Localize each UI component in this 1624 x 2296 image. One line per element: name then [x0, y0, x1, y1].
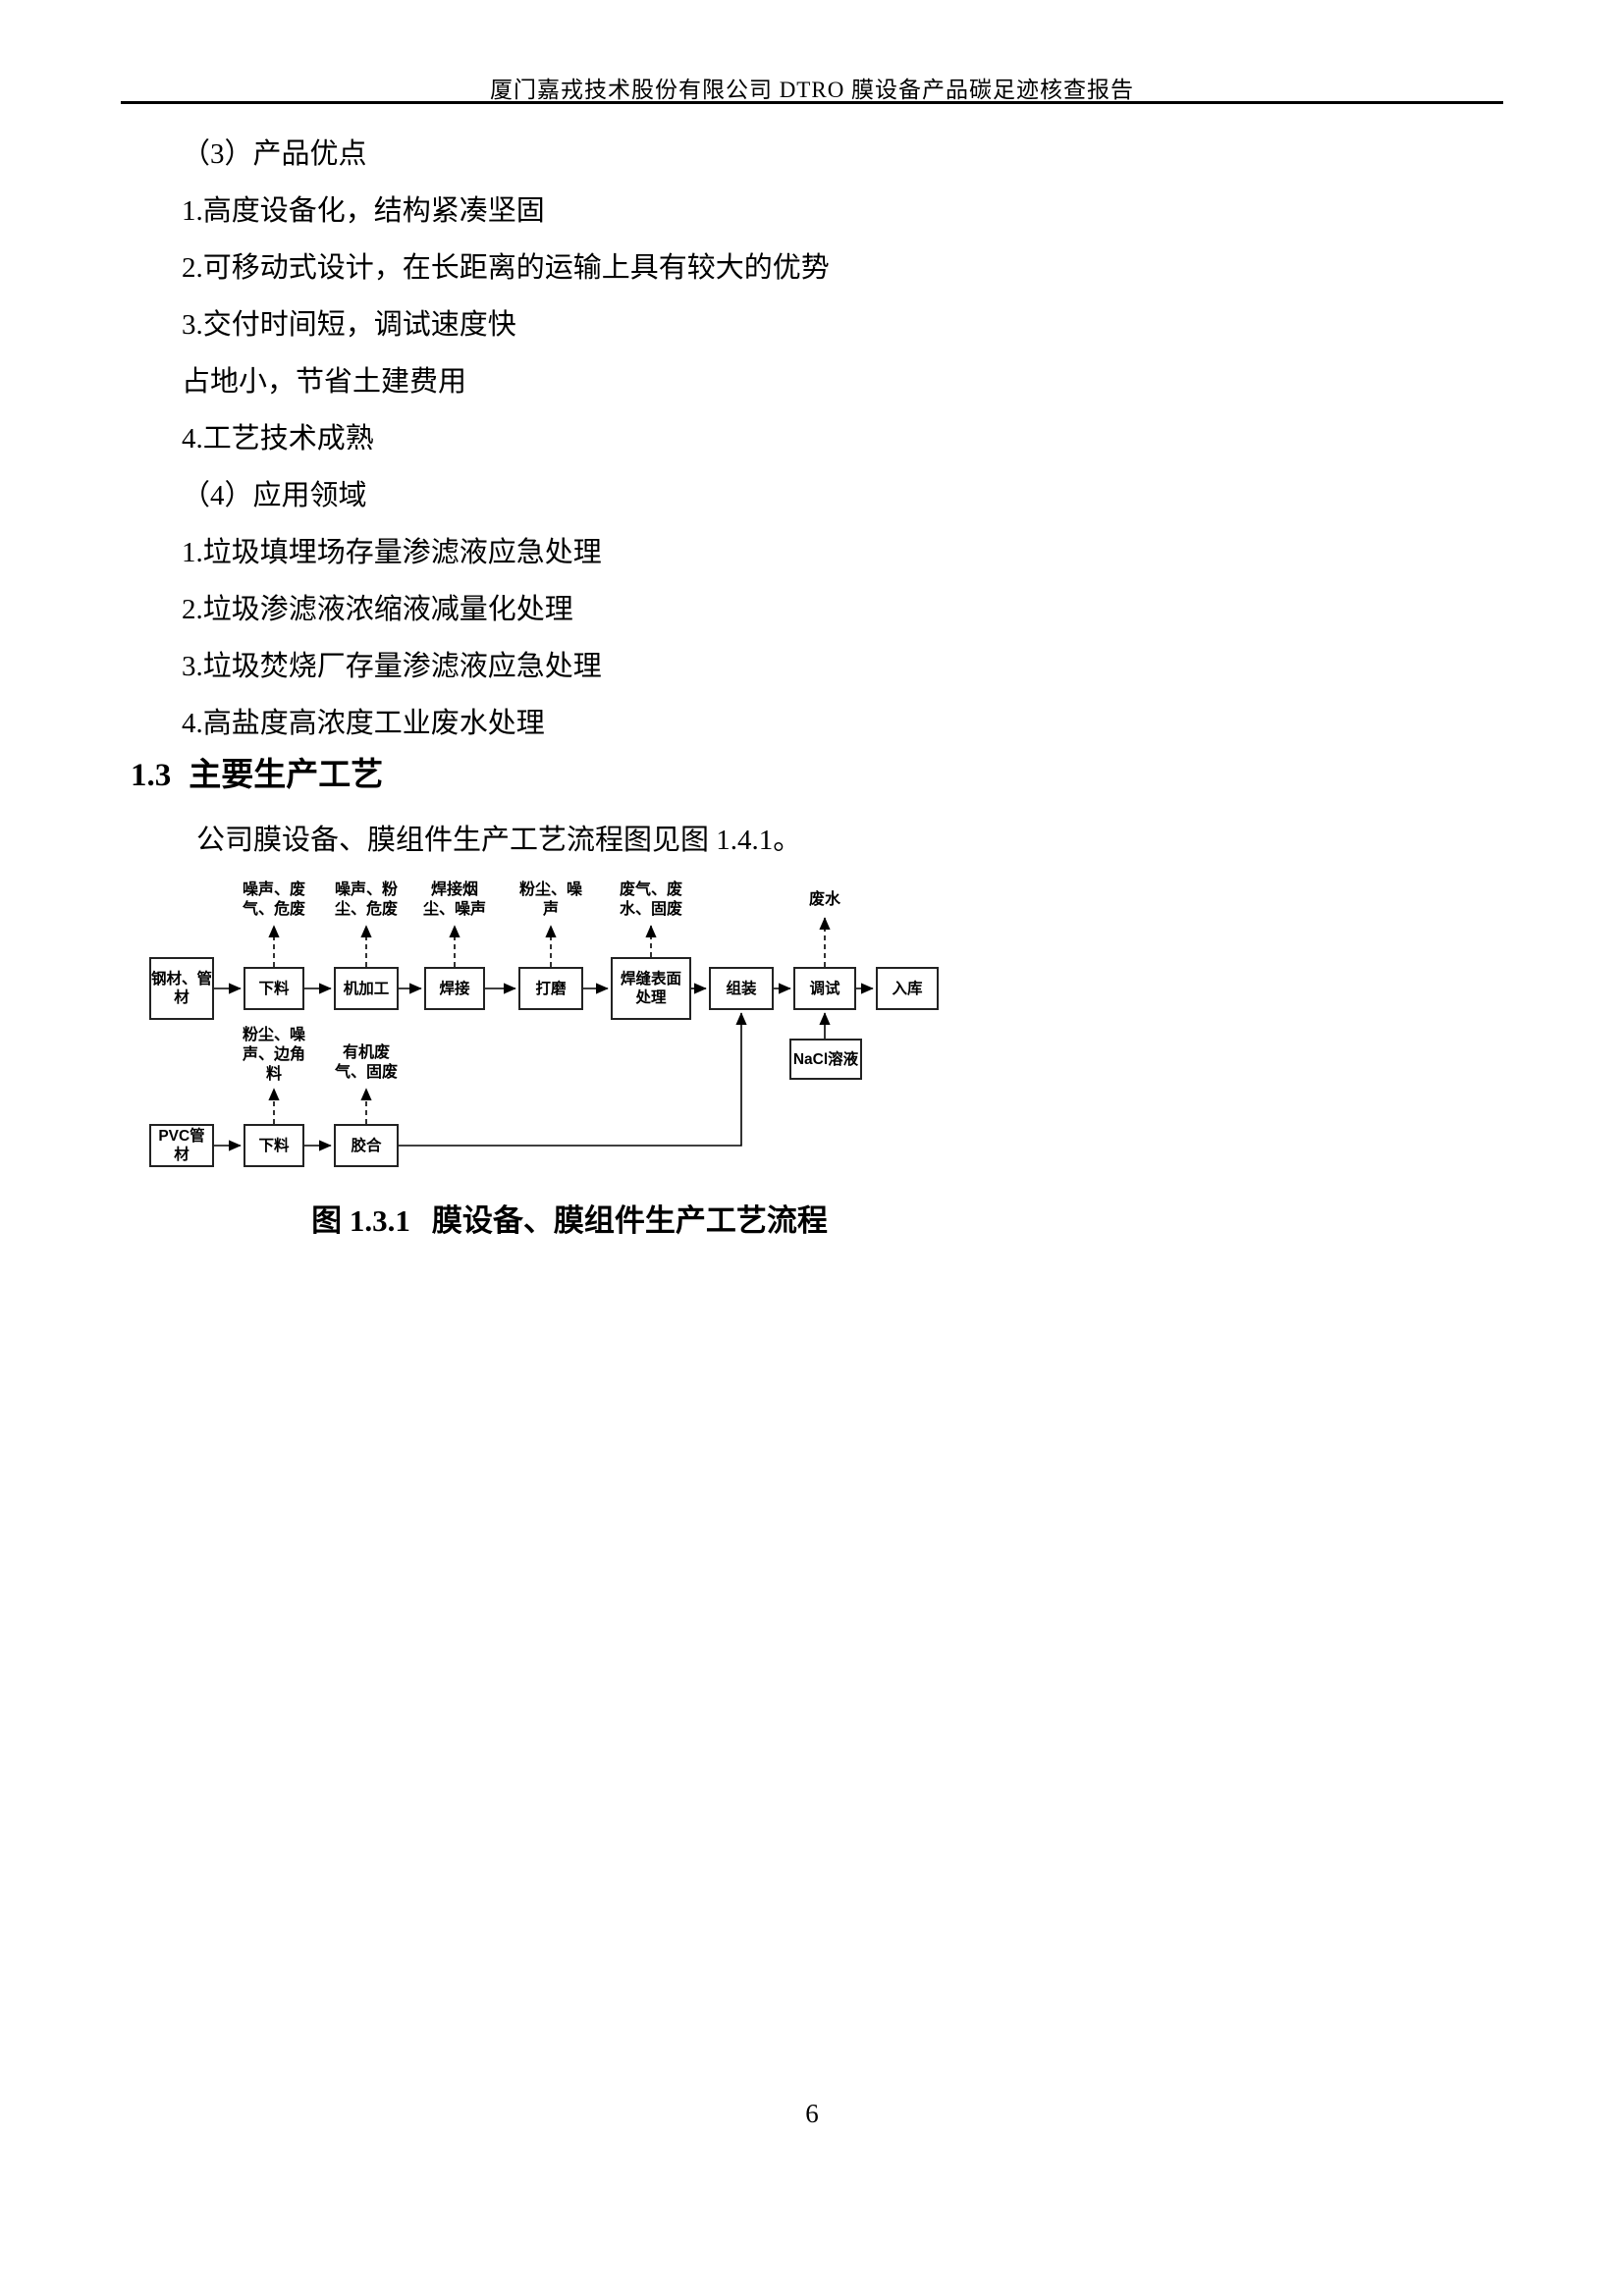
- header-divider: [121, 101, 1503, 104]
- flow-node-steel-pipe: 钢材、管 材: [149, 957, 214, 1020]
- paragraph-application-4: 4.高盐度高浓度工业废水处理: [182, 708, 545, 739]
- section-number: 1.3: [131, 758, 172, 793]
- emission-label-pvc-cutting: 粉尘、噪 声、边角 料: [242, 1027, 305, 1083]
- emission-label-commissioning: 废水: [808, 891, 840, 908]
- figure-caption-label: 图 1.3.1: [311, 1203, 410, 1238]
- paragraph-application-1: 1.垃圾填埋场存量渗滤液应急处理: [182, 537, 602, 568]
- section-title: 主要生产工艺: [189, 758, 384, 793]
- paragraph-product-advantages-heading: （3）产品优点: [182, 138, 367, 170]
- paragraph-advantage-2: 2.可移动式设计，在长距离的运输上具有较大的优势: [182, 252, 830, 284]
- body-paragraphs: （3）产品优点 1.高度设备化，结构紧凑坚固 2.可移动式设计，在长距离的运输上…: [182, 140, 1458, 767]
- flow-node-gluing: 胶合: [334, 1124, 399, 1167]
- flow-node-warehousing: 入库: [876, 967, 939, 1010]
- flow-node-nacl-solution: NaCl溶液: [789, 1039, 862, 1080]
- page-header-title: 厦门嘉戎技术股份有限公司 DTRO 膜设备产品碳足迹核查报告: [489, 78, 1135, 102]
- flow-node-commissioning: 调试: [793, 967, 856, 1010]
- figure-intro-paragraph: 公司膜设备、膜组件生产工艺流程图见图 1.4.1。: [196, 825, 802, 856]
- process-flowchart: 噪声、废 气、危废 噪声、粉 尘、危废 焊接烟 尘、噪声 粉尘、噪 声 废气、废…: [137, 869, 1001, 1193]
- paragraph-application-3: 3.垃圾焚烧厂存量渗滤液应急处理: [182, 651, 602, 682]
- emission-label-grinding: 粉尘、噪 声: [518, 881, 582, 918]
- flow-node-pvc-cutting: 下料: [244, 1124, 304, 1167]
- flow-node-assembly: 组装: [709, 967, 774, 1010]
- emission-label-machining: 噪声、粉 尘、危废: [334, 881, 398, 918]
- flow-node-cutting: 下料: [244, 967, 304, 1010]
- paragraph-advantage-1: 1.高度设备化，结构紧凑坚固: [182, 195, 545, 227]
- paragraph-advantage-4: 4.工艺技术成熟: [182, 423, 374, 454]
- flow-node-weld-surface-treatment: 焊缝表面 处理: [611, 957, 691, 1020]
- paragraph-advantage-3: 3.交付时间短，调试速度快: [182, 309, 516, 341]
- paragraph-advantage-3b: 占地小，节省土建费用: [182, 366, 467, 398]
- flow-node-grinding: 打磨: [518, 967, 583, 1010]
- emission-label-welding: 焊接烟 尘、噪声: [422, 881, 486, 918]
- figure-caption-title: 膜设备、膜组件生产工艺流程: [431, 1203, 828, 1238]
- emission-label-weld-treatment: 废气、废 水、固废: [619, 881, 682, 918]
- figure-caption: 图 1.3.1 膜设备、膜组件生产工艺流程: [137, 1196, 1001, 1240]
- paragraph-application-heading: （4）应用领域: [182, 480, 367, 511]
- flowchart-arrows: [214, 917, 874, 1151]
- page-number: 6: [805, 2099, 819, 2128]
- flow-node-pvc-pipe: PVC管材: [149, 1124, 214, 1167]
- flow-node-machining: 机加工: [334, 967, 399, 1010]
- paragraph-application-2: 2.垃圾渗滤液浓缩液减量化处理: [182, 594, 573, 625]
- emission-label-gluing: 有机废 气、固废: [334, 1044, 398, 1081]
- section-heading: 1.3 主要生产工艺: [131, 758, 383, 793]
- flow-node-welding: 焊接: [424, 967, 485, 1010]
- emission-label-cutting: 噪声、废 气、危废: [242, 881, 305, 918]
